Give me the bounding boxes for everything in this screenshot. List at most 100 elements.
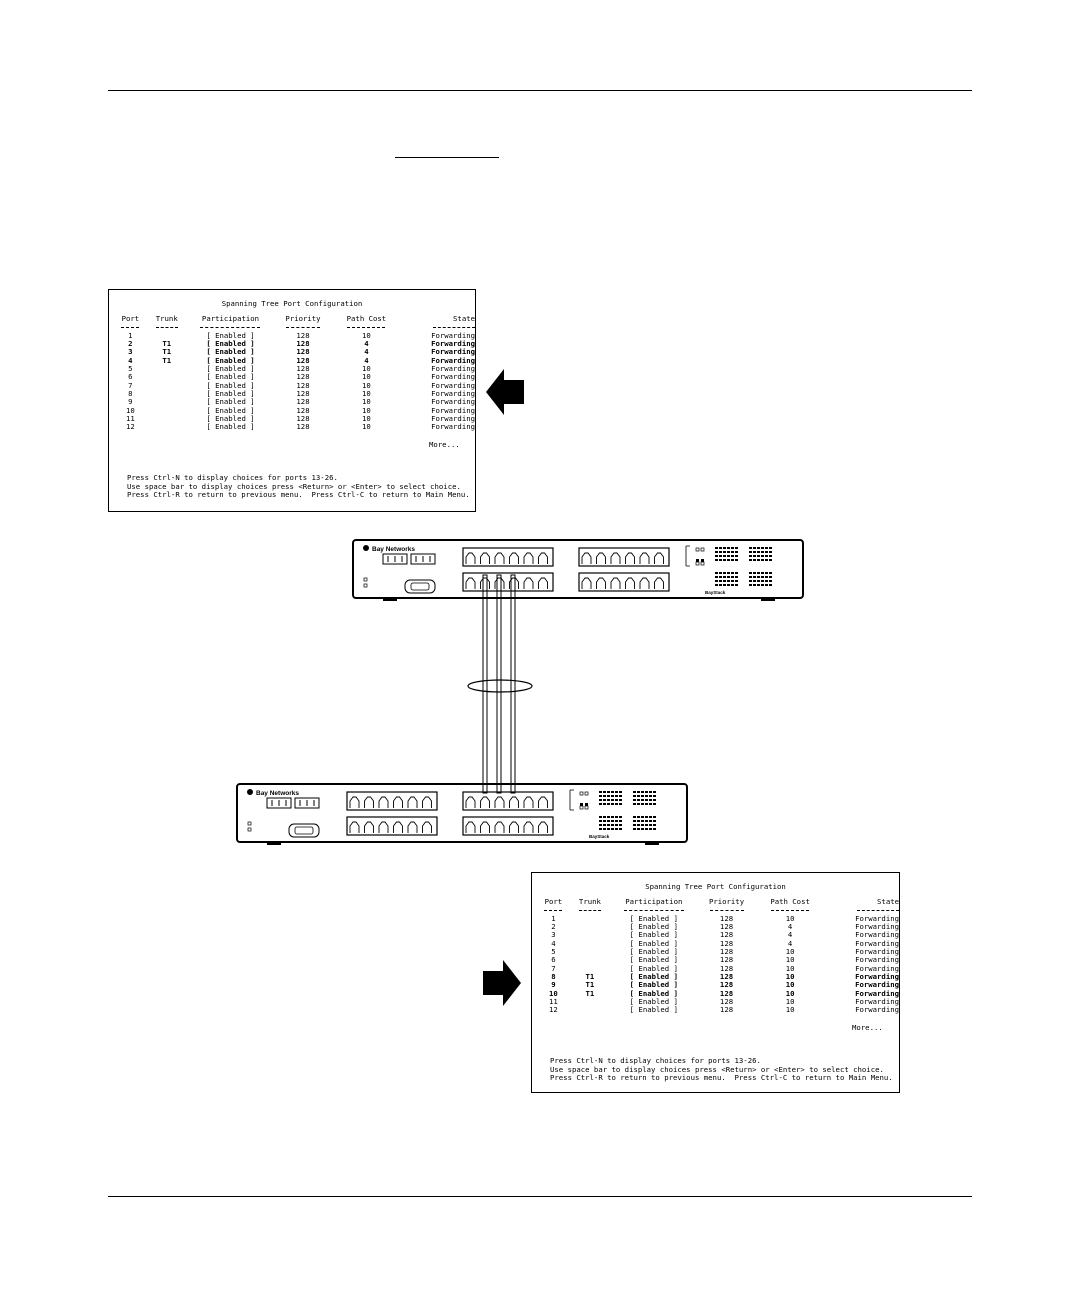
cell-state: Forwarding xyxy=(431,348,475,357)
cell-participation: [ Enabled ] xyxy=(629,981,678,990)
cell-port: 2 xyxy=(128,340,133,349)
cell-path-cost: 4 xyxy=(787,931,793,940)
col-trunk: Trunk xyxy=(155,315,178,323)
cell-priority: 128 xyxy=(719,939,734,948)
help-line-1: Press Ctrl-N to display choices for port… xyxy=(127,473,338,482)
cell-state: Forwarding xyxy=(431,331,475,340)
cell-path-cost: 10 xyxy=(785,948,795,957)
cell-state: Forwarding xyxy=(855,948,899,957)
cell-trunk xyxy=(569,965,611,973)
col-priority: Priority xyxy=(285,315,321,323)
cell-port: 7 xyxy=(128,381,133,390)
cell-state: Forwarding xyxy=(855,956,899,965)
cell-state: Forwarding xyxy=(855,998,899,1007)
bay-networks-logo-icon xyxy=(247,789,253,795)
cell-path-cost: 4 xyxy=(364,348,369,357)
cell-priority: 128 xyxy=(296,331,310,340)
switch-lower-brand: Bay Networks xyxy=(256,790,299,797)
cell-path-cost: 10 xyxy=(785,981,795,990)
cell-trunk xyxy=(569,915,611,923)
cell-state: Forwarding xyxy=(431,381,475,390)
cell-path-cost: 4 xyxy=(787,923,793,932)
col-state: State xyxy=(453,315,475,323)
more-indicator: More... xyxy=(852,1023,883,1032)
cell-state: Forwarding xyxy=(855,1006,899,1015)
col-port: Port xyxy=(121,315,140,323)
cell-port: 3 xyxy=(551,931,556,940)
cell-trunk: T1 xyxy=(162,340,172,349)
cell-path-cost: 4 xyxy=(364,356,369,365)
cell-priority: 128 xyxy=(296,373,310,382)
cell-trunk xyxy=(569,948,611,956)
cell-priority: 128 xyxy=(719,931,734,940)
cross-reference-link[interactable] xyxy=(395,157,499,158)
cell-participation: [ Enabled ] xyxy=(206,406,255,415)
cell-port: 6 xyxy=(551,956,556,965)
cell-trunk xyxy=(569,940,611,948)
cell-participation: [ Enabled ] xyxy=(629,939,678,948)
cell-state: Forwarding xyxy=(431,365,475,374)
cell-path-cost: 10 xyxy=(362,373,371,382)
cell-port: 10 xyxy=(125,406,135,415)
col-port: Port xyxy=(544,898,563,906)
arrow-left-icon xyxy=(486,369,524,415)
cell-port: 7 xyxy=(551,964,556,973)
cell-trunk xyxy=(569,931,611,939)
cell-path-cost: 10 xyxy=(785,998,795,1007)
cell-port: 10 xyxy=(549,989,558,998)
cell-priority: 128 xyxy=(719,964,734,973)
bay-networks-logo-icon xyxy=(363,545,369,551)
cell-port: 8 xyxy=(128,390,133,399)
cell-trunk xyxy=(569,956,611,964)
more-indicator: More... xyxy=(429,440,460,449)
cell-priority: 128 xyxy=(719,989,734,998)
cell-state: Forwarding xyxy=(855,931,899,940)
cell-path-cost: 10 xyxy=(785,956,795,965)
cell-trunk xyxy=(146,407,188,415)
cell-path-cost: 10 xyxy=(362,331,371,340)
cell-priority: 128 xyxy=(296,423,310,432)
cell-port: 6 xyxy=(128,373,133,382)
col-participation: Participation xyxy=(201,315,260,323)
col-path-cost: Path Cost xyxy=(770,898,810,906)
cell-state: Forwarding xyxy=(855,923,899,932)
help-line-3: Press Ctrl-R to return to previous menu.… xyxy=(550,1073,893,1082)
switch-upper-brand: Bay Networks xyxy=(372,546,415,553)
cell-participation: [ Enabled ] xyxy=(206,340,255,349)
cell-port: 1 xyxy=(128,331,133,340)
cell-port: 9 xyxy=(551,981,556,990)
cell-priority: 128 xyxy=(719,948,734,957)
cell-path-cost: 10 xyxy=(362,381,371,390)
cell-trunk xyxy=(569,923,611,931)
cell-path-cost: 4 xyxy=(787,939,793,948)
cell-port: 3 xyxy=(128,348,133,357)
cell-port: 12 xyxy=(125,423,135,432)
cell-priority: 128 xyxy=(719,998,734,1007)
cell-trunk xyxy=(569,998,611,1006)
cell-participation: [ Enabled ] xyxy=(206,423,255,432)
col-path-cost: Path Cost xyxy=(346,315,387,323)
cell-priority: 128 xyxy=(719,981,734,990)
cell-state: Forwarding xyxy=(431,415,475,424)
cell-participation: [ Enabled ] xyxy=(206,356,255,365)
cell-path-cost: 10 xyxy=(362,390,371,399)
cell-path-cost: 4 xyxy=(364,340,369,349)
screen-title: Spanning Tree Port Configuration xyxy=(221,299,363,308)
cell-participation: [ Enabled ] xyxy=(629,948,678,957)
cell-path-cost: 10 xyxy=(785,989,795,998)
col-priority: Priority xyxy=(708,898,745,906)
